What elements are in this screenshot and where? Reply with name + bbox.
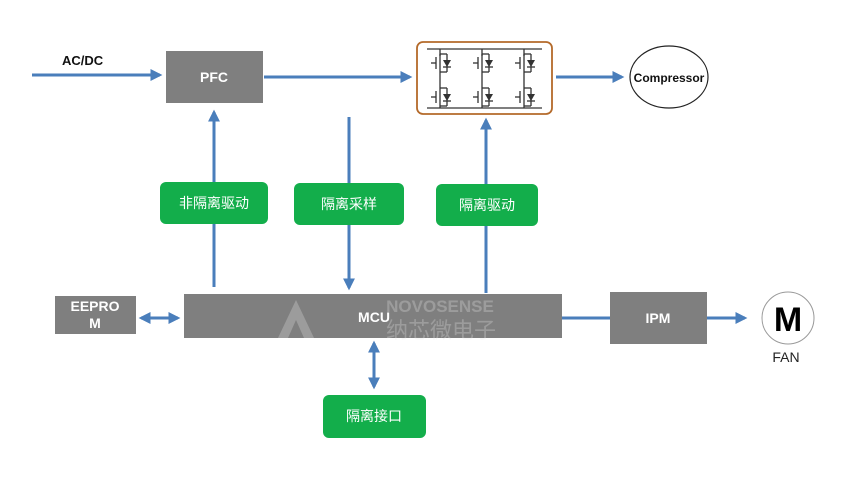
ipm-block [610,292,707,344]
watermark-latin: NOVOSENSE [386,297,494,316]
interface-box [323,395,426,438]
pfc-drive-label: 非隔离驱动 [179,195,249,212]
pfc-label: PFC [200,69,228,85]
interface-label: 隔离接口 [346,408,402,425]
compressor-circle [629,45,709,109]
mcu-label: MCU [358,309,390,325]
acdc-label: AC/DC [62,53,104,68]
compressor-label: Compressor [634,71,705,85]
mcu-block [184,294,562,338]
sampling-box [294,183,404,225]
watermark-cn: 纳芯微电子 [386,319,496,344]
fan-motor-icon [761,291,815,345]
ipm-label: IPM [646,310,671,326]
inverter-drive-box [436,184,538,226]
pfc-block [166,51,263,103]
pfc-drive-box [160,182,268,224]
eeprom-label-line2: M [89,315,101,331]
fan-label: FAN [772,349,799,365]
eeprom-block [55,296,136,334]
inverter-bridge [416,41,553,115]
sampling-label: 隔离采样 [321,196,377,213]
eeprom-label-line1: EEPRO [70,298,119,314]
inverter-drive-label: 隔离驱动 [459,197,515,214]
watermark: NOVOSENSE 纳芯微电子 [278,297,496,344]
fan-motor-symbol: M [774,301,802,339]
